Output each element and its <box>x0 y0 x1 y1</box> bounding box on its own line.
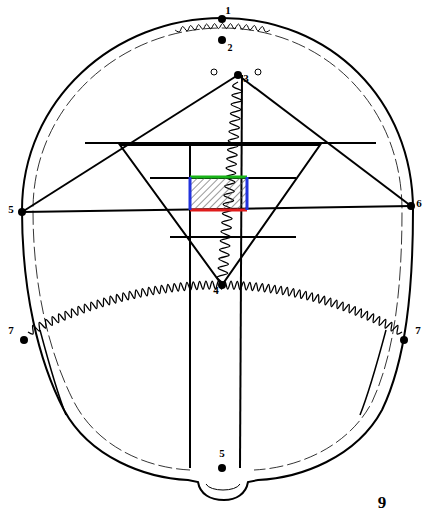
skull-outline <box>22 18 413 500</box>
foramen <box>255 69 261 75</box>
side-edge <box>246 177 249 210</box>
construction-lines <box>22 75 411 468</box>
landmark-number: 6 <box>416 198 422 209</box>
hatched-area <box>190 177 247 210</box>
side-edge <box>189 177 192 210</box>
top-edge <box>190 176 247 179</box>
temporal-line <box>40 330 386 415</box>
landmark-number: 7 <box>415 325 421 336</box>
bottom-edge <box>190 209 247 212</box>
foramen <box>211 69 217 75</box>
occipital-detail <box>206 484 240 490</box>
landmark-number: 4 <box>213 285 219 296</box>
figure-number: 9 <box>378 494 387 511</box>
landmark-number: 2 <box>228 43 233 53</box>
landmark-dots <box>18 15 415 472</box>
coronal-suture <box>175 24 270 32</box>
landmark-number: 5 <box>8 204 14 215</box>
landmark-number: 7 <box>8 325 14 336</box>
landmark-number: 1 <box>225 5 231 16</box>
skull-inner-outline <box>33 28 402 470</box>
lambdoid-suture <box>28 281 402 334</box>
landmark-number: 5 <box>219 448 225 459</box>
landmark-number: 3 <box>243 73 249 84</box>
